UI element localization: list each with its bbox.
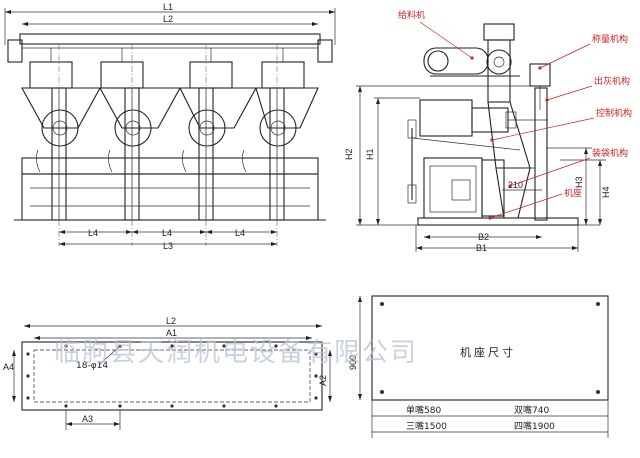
- dim-h3: H3: [574, 176, 584, 188]
- dim-b1: B1: [476, 243, 487, 253]
- dim-l3: L3: [163, 241, 173, 251]
- dim-b2: B2: [478, 232, 489, 242]
- dim-l4-b: L4: [162, 228, 172, 238]
- dim-210: 210: [508, 180, 523, 190]
- plan-dim-a4: A4: [3, 362, 14, 372]
- base-height: 900: [348, 355, 358, 370]
- watermark: 临朐县天润机电设备有限公司: [54, 338, 418, 368]
- plan-dim-a1: A1: [166, 328, 177, 338]
- plan-dim-a3: A3: [82, 414, 93, 424]
- callout-ash-outlet: 出灰机构: [594, 75, 630, 87]
- plan-dim-l2: L2: [166, 316, 176, 326]
- plan-dim-a2: A2: [318, 375, 328, 386]
- base-size-view: 机座尺寸 900 单嘴580 双嘴740 三嘴1500 四嘴1900: [348, 295, 609, 438]
- callout-base: 机座: [564, 187, 582, 199]
- base-triple: 三嘴1500: [406, 421, 447, 432]
- callout-control: 控制机构: [596, 107, 632, 119]
- dim-h2: H2: [344, 148, 354, 160]
- base-quad: 四嘴1900: [514, 421, 555, 432]
- callout-feeder: 给料机: [398, 9, 425, 21]
- dim-l2: L2: [163, 14, 173, 24]
- dim-h1: H1: [365, 148, 375, 160]
- base-single: 单嘴580: [406, 404, 441, 416]
- base-double: 双嘴740: [514, 405, 549, 416]
- callout-weigher: 称量机构: [592, 33, 628, 45]
- mounting-holes: [26, 344, 318, 408]
- front-view: L1 L2: [4, 2, 336, 251]
- callouts: 给料机 称量机构 出灰机构 控制机构 装袋机构 机座: [398, 9, 632, 220]
- base-size-title: 机座尺寸: [460, 345, 516, 359]
- dim-l4-c: L4: [235, 228, 245, 238]
- dim-h4: H4: [601, 186, 611, 198]
- hopper-units: [21, 48, 319, 221]
- callout-bagging: 装袋机构: [592, 147, 628, 159]
- dim-l1: L1: [163, 2, 173, 12]
- side-view: H2 H1: [344, 9, 632, 253]
- dim-l4-a: L4: [88, 228, 98, 238]
- hole-note: 18-φ14: [76, 361, 108, 371]
- plan-view: L2 A1 18-φ14 A4 A2 A3: [3, 316, 332, 430]
